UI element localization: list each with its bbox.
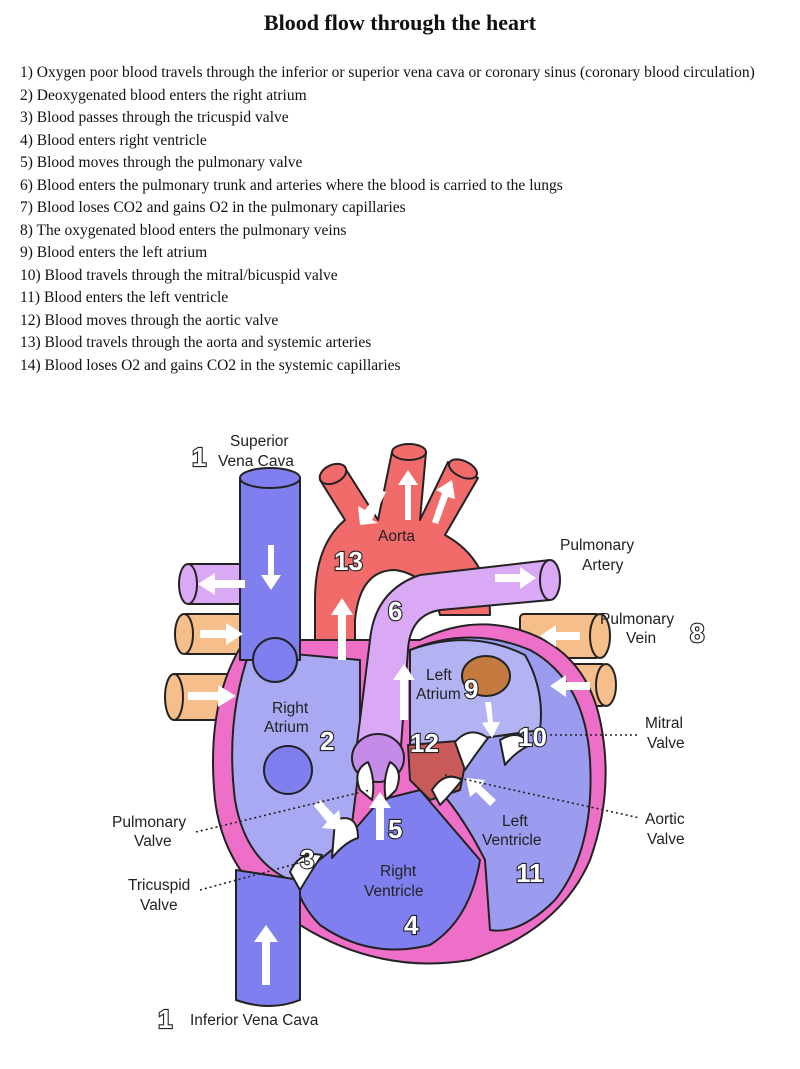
step-item: 3) Blood passes through the tricuspid va… bbox=[20, 109, 289, 126]
step-number-11: 11 bbox=[516, 858, 544, 888]
label-right-ventricle: Right bbox=[380, 863, 417, 880]
arrow-icon bbox=[331, 598, 353, 660]
label-right-ventricle: Ventricle bbox=[364, 883, 423, 900]
arrow-icon bbox=[550, 675, 590, 697]
sinus-ellipse-lower bbox=[263, 745, 313, 795]
label-left-atrium: Atrium bbox=[416, 686, 461, 703]
label-superior-vena-cava: Vena Cava bbox=[218, 453, 294, 470]
arrow-icon bbox=[432, 480, 455, 524]
label-pulmonary-valve: Valve bbox=[134, 833, 172, 850]
page-title: Blood flow through the heart bbox=[263, 10, 537, 35]
aorta-shape bbox=[314, 451, 491, 701]
label-left-atrium: Left bbox=[426, 667, 453, 684]
step-number-3: 3 bbox=[300, 844, 314, 874]
leader-line-aortic-valve bbox=[444, 774, 641, 819]
step-item: 8) The oxygenated blood enters the pulmo… bbox=[20, 221, 347, 239]
step-item: 7) Blood loses CO2 and gains O2 in the p… bbox=[20, 199, 406, 216]
pulmonary-artery-left-end bbox=[178, 563, 198, 605]
arrow-icon bbox=[188, 685, 236, 707]
mitral-valve-leaflet bbox=[454, 731, 489, 771]
right-ventricle-chamber bbox=[294, 789, 481, 951]
label-inferior-vena-cava: Inferior Vena Cava bbox=[190, 1012, 319, 1029]
step-item: 4) Blood enters right ventricle bbox=[20, 131, 207, 149]
arrow-icon bbox=[540, 625, 580, 647]
step-item: 13) Blood travels through the aorta and … bbox=[20, 334, 372, 351]
superior-vena-cava-top bbox=[239, 467, 301, 489]
step-item: 11) Blood enters the left ventricle bbox=[20, 289, 229, 306]
pulmonary-vein-lower-end bbox=[595, 663, 617, 707]
step-item: 10) Blood travels through the mitral/bic… bbox=[20, 266, 338, 284]
arrow-icon bbox=[358, 490, 386, 525]
step-number-1-bottom: 1 bbox=[158, 1004, 172, 1034]
step-number-4: 4 bbox=[404, 910, 419, 940]
leader-line-tricuspid-valve bbox=[199, 859, 311, 891]
pulmonary-vein-upper-end bbox=[589, 613, 611, 659]
pulmonary-vein-left-upper-end bbox=[174, 613, 194, 655]
arrow-icon bbox=[398, 470, 418, 520]
step-item: 2) Deoxygenated blood enters the right a… bbox=[20, 86, 307, 104]
step-number-13: 13 bbox=[334, 546, 363, 576]
step-number-2: 2 bbox=[320, 726, 334, 756]
label-pulmonary-vein: Pulmonary bbox=[600, 611, 674, 628]
step-number-12: 12 bbox=[410, 728, 439, 758]
label-aortic-valve: Aortic bbox=[645, 811, 685, 828]
arrow-icon bbox=[261, 545, 281, 590]
aortic-valve-leaflet bbox=[431, 775, 463, 806]
label-pulmonary-vein: Vein bbox=[626, 630, 656, 647]
label-pulmonary-artery: Pulmonary bbox=[560, 537, 634, 554]
step-number-9: 9 bbox=[464, 674, 478, 704]
label-right-atrium: Right bbox=[272, 700, 309, 717]
steps-list: 1) Oxygen poor blood travels through the… bbox=[20, 62, 780, 377]
arrow-icon bbox=[314, 800, 342, 830]
label-tricuspid-valve: Tricuspid bbox=[128, 877, 190, 894]
label-pulmonary-valve: Pulmonary bbox=[112, 814, 186, 831]
heart-diagram: Superior Vena Cava Aorta Pulmonary Arter… bbox=[112, 433, 706, 1035]
arrow-icon bbox=[495, 567, 536, 589]
step-number-1-top: 1 bbox=[192, 442, 206, 472]
aorta-branch-top-3 bbox=[447, 458, 479, 480]
arrow-icon bbox=[393, 664, 415, 720]
label-mitral-valve: Mitral bbox=[645, 715, 683, 732]
aorta-branch-top-2 bbox=[391, 443, 427, 461]
pulmonary-valve-leaflet bbox=[356, 761, 375, 801]
pulmonary-artery-end bbox=[539, 559, 561, 601]
label-aorta: Aorta bbox=[378, 528, 415, 545]
step-number-6: 6 bbox=[388, 596, 402, 626]
pulmonary-vein-opening bbox=[461, 655, 511, 697]
label-right-atrium: Atrium bbox=[264, 719, 309, 736]
arrow-icon bbox=[369, 792, 391, 840]
step-item: 12) Blood moves through the aortic valve bbox=[20, 311, 279, 329]
step-number-8: 8 bbox=[690, 618, 704, 648]
sinus-ellipse-upper bbox=[252, 637, 298, 683]
arrow-icon bbox=[200, 623, 243, 645]
step-item: 5) Blood moves through the pulmonary val… bbox=[20, 154, 303, 171]
label-mitral-valve: Valve bbox=[647, 735, 685, 752]
label-superior-vena-cava: Superior bbox=[230, 433, 289, 450]
arrow-icon bbox=[466, 778, 496, 806]
label-tricuspid-valve: Valve bbox=[140, 897, 178, 914]
label-pulmonary-artery: Artery bbox=[582, 557, 624, 574]
pulmonary-valve-leaflet bbox=[383, 761, 400, 801]
step-item: 14) Blood loses O2 and gains CO2 in the … bbox=[20, 356, 401, 374]
step-number-5: 5 bbox=[388, 814, 402, 844]
label-aortic-valve: Valve bbox=[647, 831, 685, 848]
aorta-branch-top-1 bbox=[318, 462, 348, 486]
arrow-icon bbox=[254, 925, 278, 985]
arrow-icon bbox=[198, 573, 245, 595]
step-item: 6) Blood enters the pulmonary trunk and … bbox=[20, 176, 563, 194]
step-item: 9) Blood enters the left atrium bbox=[20, 244, 208, 261]
pulmonary-vein-left-lower-end bbox=[164, 673, 184, 721]
label-left-ventricle: Left bbox=[502, 813, 529, 830]
label-left-ventricle: Ventricle bbox=[482, 832, 541, 849]
step-number-10: 10 bbox=[518, 722, 547, 752]
arrow-icon bbox=[482, 702, 500, 738]
step-item: 1) Oxygen poor blood travels through the… bbox=[20, 64, 755, 81]
